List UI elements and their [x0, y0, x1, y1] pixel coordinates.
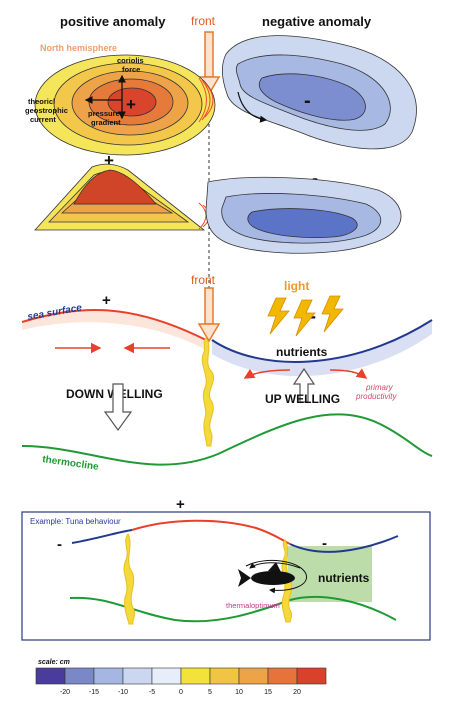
coriolis-label: coriolis [117, 56, 144, 65]
productivity-label: productivity [355, 392, 397, 401]
divergence-arrow-right [329, 368, 368, 379]
tuna-example-title: Example: Tuna behaviour [30, 517, 121, 526]
scale-tick-label: -10 [118, 689, 128, 696]
scale-swatch [93, 667, 124, 685]
middle-plus-sign: + [102, 292, 111, 309]
section-minus-sign: - [312, 168, 318, 188]
bottom-surface-left-blue [71, 529, 133, 544]
bottom-thermocline-line [69, 595, 397, 623]
thermaloptimum-label: thermaloptimum [226, 601, 280, 610]
up-welling-arrow [292, 367, 316, 403]
scale-tick-label: -20 [60, 689, 70, 696]
front-label-middle: front [191, 273, 216, 287]
bottom-minus-left: - [57, 536, 62, 553]
current-label: current [30, 115, 56, 124]
negative-minus-sign-top: - [304, 90, 311, 112]
tuna-behaviour-return-arrow [249, 562, 301, 569]
nutrients-box [288, 546, 372, 602]
positive-vertical-section [34, 163, 206, 231]
scale-tick-label: 0 [179, 689, 183, 696]
negative-anomaly-contours [221, 35, 417, 150]
bottom-surface-red [131, 519, 291, 545]
positive-plus-sign: + [126, 95, 136, 114]
down-welling-arrow [103, 383, 133, 432]
lightning-icon [293, 299, 316, 337]
front-arrow-middle [197, 287, 221, 343]
sea-surface-warm-shading [22, 309, 206, 350]
theoretical-label: theoricl [28, 97, 55, 106]
lightning-icon [267, 297, 290, 335]
bottom-minus-right: - [322, 535, 327, 552]
scale-swatch [238, 667, 269, 685]
up-welling-label: UP WELLING [265, 392, 340, 406]
scale-swatch [151, 667, 182, 685]
scale-label: scale: cm [38, 659, 70, 666]
sea-surface-warm-line [21, 308, 207, 341]
scale-tick-label: -5 [149, 689, 155, 696]
tuna-behaviour-loop-arrow [245, 560, 307, 594]
scale-tick-label: 20 [293, 689, 301, 696]
thermocline-label: thermocline [42, 454, 100, 473]
primary-label: primary [365, 383, 394, 392]
scale-swatch [64, 667, 95, 685]
scale-swatch [296, 667, 327, 685]
scale-tick-label: 10 [235, 689, 243, 696]
nutrients-label-middle: nutrients [276, 345, 328, 359]
section-plus-sign: + [104, 151, 114, 170]
bottom-yellow-band-left [123, 533, 136, 625]
scale-tick-labels: -20 -15 -10 -5 0 5 10 15 20 [60, 689, 301, 696]
light-label: light [284, 279, 309, 293]
sea-surface-cold-line [211, 319, 433, 363]
scale-swatch [122, 667, 153, 685]
sea-surface-cold-shading [212, 320, 432, 377]
tuna-fish-icon [238, 562, 295, 587]
scale-tick-label: 5 [208, 689, 212, 696]
scale-swatch [35, 667, 66, 685]
bottom-plus-sign: + [176, 496, 185, 513]
divergence-arrow-left [243, 368, 291, 379]
lightning-icon [321, 295, 344, 333]
geostrophic-label: geostrophic [25, 106, 68, 115]
bottom-surface-right-blue [289, 535, 399, 553]
north-hemisphere-label: North hemisphere [40, 43, 117, 53]
scale-tick-label: 15 [264, 689, 272, 696]
pressure-label: pressure [88, 109, 120, 118]
front-heading: front [191, 14, 216, 28]
thermocline-line [21, 413, 433, 466]
gradient-label: gradient [91, 118, 121, 127]
scale-swatch [267, 667, 298, 685]
positive-anomaly-heading: positive anomaly [60, 14, 166, 29]
lightning-icons [267, 295, 344, 337]
negative-anomaly-heading: negative anomaly [262, 14, 372, 29]
scale-swatch [209, 667, 240, 685]
positive-anomaly-contours [34, 54, 216, 156]
front-swirl-lines [198, 77, 214, 123]
force-label: force [122, 65, 140, 74]
scale-tick-label: -15 [89, 689, 99, 696]
scale-color-bar [35, 667, 327, 685]
front-yellow-band-middle [201, 337, 214, 447]
nutrients-label-bottom: nutrients [318, 571, 370, 585]
current-arrow-negative [237, 91, 268, 123]
negative-vertical-section [205, 176, 402, 254]
scale-swatch [180, 667, 211, 685]
